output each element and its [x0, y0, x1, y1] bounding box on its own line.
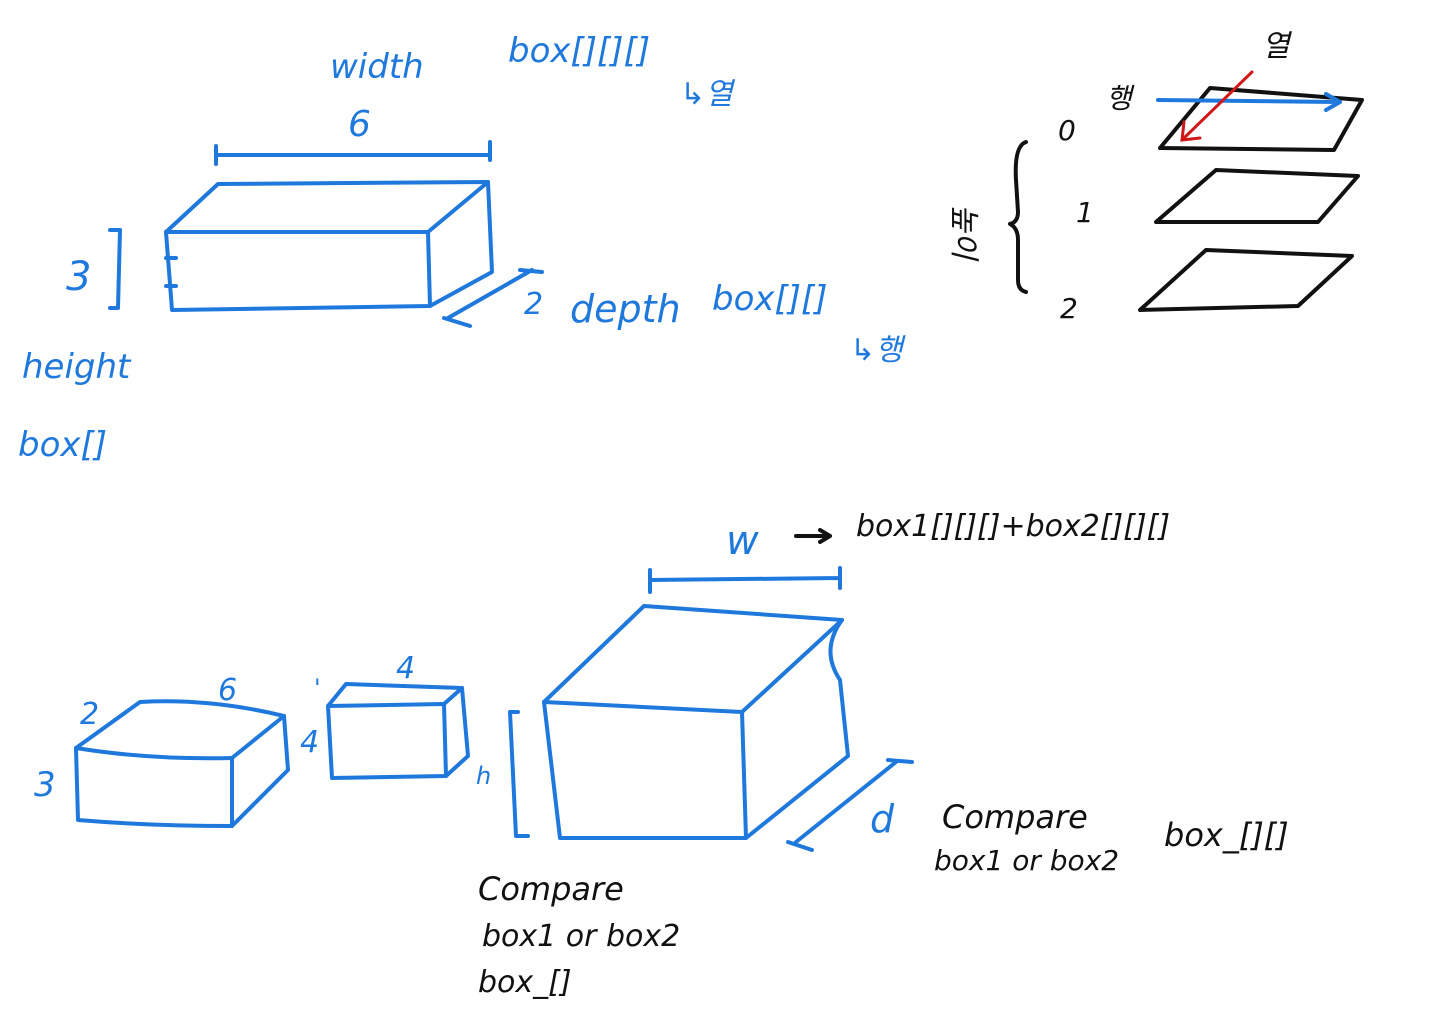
height-value: 3: [66, 254, 91, 300]
depth-value: 2: [524, 287, 543, 322]
big-box-width-value: w: [726, 518, 759, 564]
layer-1: [1154, 168, 1360, 224]
width-index: box[][][]: [508, 31, 650, 71]
box2-top-mark: ': [314, 674, 321, 702]
sum-formula: box1[][][]+box2[][][]: [856, 509, 1170, 544]
depth-label: depth: [570, 287, 681, 331]
big-box: [508, 528, 914, 852]
compare1-line1: Compare: [478, 870, 624, 908]
sum-arrow: [794, 528, 832, 544]
depth-note: ↳행: [850, 333, 906, 368]
compare1-line3: box_[]: [478, 965, 572, 1000]
layer-index-0: 0: [1058, 114, 1076, 147]
top-box-top-face: [164, 180, 490, 234]
big-box-height-bracket: [508, 710, 530, 838]
compare2-line2: box1 or box2: [934, 844, 1119, 877]
big-box-right-face: [744, 618, 850, 840]
width-label: width: [330, 47, 424, 87]
column-label: 열: [1262, 29, 1292, 64]
layer-0: [1158, 86, 1364, 152]
width-dimension-line: [214, 140, 492, 166]
box2: [326, 682, 470, 780]
compare2-line3: box_[][]: [1164, 816, 1289, 854]
height-axis-label: 높이: [946, 204, 981, 262]
top-box-right-face: [428, 180, 494, 308]
box1-width-value: 6: [218, 673, 237, 708]
layer-2: [1138, 248, 1354, 312]
box2-top-face: [326, 682, 464, 708]
layer-height-brace: [1008, 140, 1028, 294]
box1: [74, 699, 290, 828]
row-label: 행: [1106, 82, 1135, 115]
top-box-front-face: [164, 230, 432, 312]
row-arrow: [1156, 92, 1342, 112]
top-box: [108, 140, 544, 328]
box1-height-value: 3: [34, 765, 56, 805]
big-box-width-line: [648, 566, 842, 594]
height-ticks: [164, 256, 178, 288]
big-box-top-face: [542, 604, 844, 714]
big-box-depth-line: [786, 758, 914, 852]
box1-depth-value: 2: [80, 697, 99, 732]
compare2-line1: Compare: [942, 798, 1088, 836]
box1-top-face: [74, 699, 286, 760]
height-index: box[]: [18, 425, 107, 465]
big-box-depth-value: d: [870, 797, 895, 841]
box2-height-value: 4: [300, 725, 319, 760]
layer-diagram: [1008, 70, 1364, 312]
compare1-line2: box1 or box2: [482, 919, 680, 954]
box2-width-value: 4: [396, 651, 415, 686]
height-label: height: [22, 347, 132, 387]
depth-index: box[][]: [712, 279, 828, 319]
box2-right-face: [444, 686, 470, 778]
width-note: ↳열: [680, 77, 735, 112]
box2-front-face: [326, 702, 448, 780]
height-bracket: [108, 228, 122, 310]
box2-depth-value: h: [476, 762, 491, 790]
big-box-front-face: [542, 700, 748, 840]
width-value: 6: [348, 104, 371, 145]
box1-right-face: [230, 714, 290, 828]
column-arrow: [1180, 70, 1254, 142]
box1-front-face: [74, 746, 234, 828]
depth-dimension-line: [442, 268, 544, 328]
layer-index-1: 1: [1076, 196, 1094, 229]
layer-index-2: 2: [1060, 292, 1078, 325]
